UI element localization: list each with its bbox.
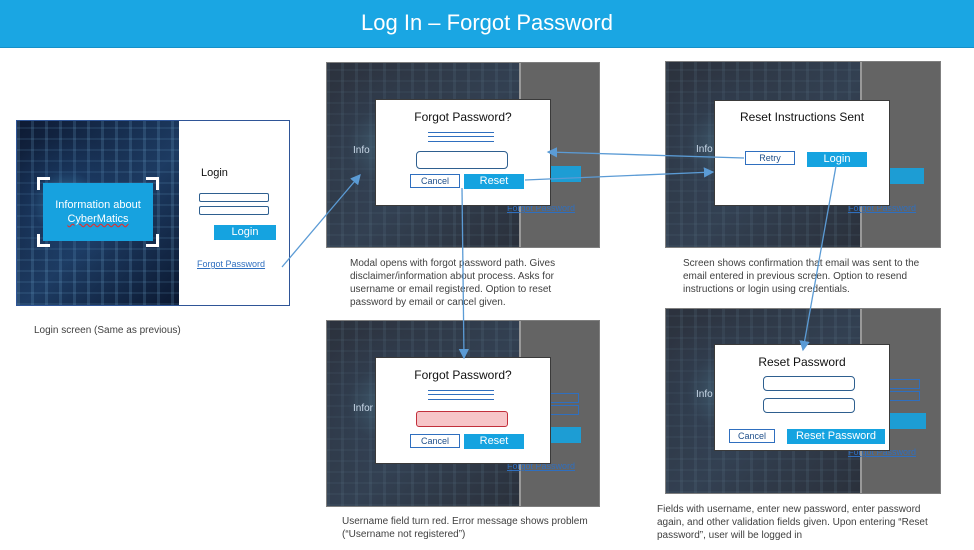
login-screen-mockup: Information about CyberMatics Login Logi…: [16, 120, 290, 306]
ghost-forgot-link: Forgot Password: [848, 447, 917, 457]
username-error-screen: Infor Forgot Password Forgot Password? C…: [326, 320, 600, 507]
forgot-password-error-modal: Forgot Password? Cancel Reset: [375, 357, 551, 464]
new-password-input[interactable]: [763, 376, 855, 391]
error-caption: Username field turn red. Error message s…: [342, 516, 588, 540]
modal-title: Reset Password: [758, 355, 846, 369]
reset-caption: Fields with username, enter new password…: [657, 504, 928, 541]
info-text-brand: CyberMatics: [67, 213, 129, 225]
ghost-forgot-link: Forgot Password: [507, 461, 576, 471]
retry-button[interactable]: Retry: [745, 151, 795, 165]
login-button[interactable]: Login: [807, 152, 867, 167]
disclaimer-text: [428, 132, 494, 142]
forgot-password-screen: Info Forgot Password Forgot Password? Ca…: [326, 62, 600, 248]
cancel-button[interactable]: Cancel: [729, 429, 775, 443]
login-caption: Login screen (Same as previous): [34, 325, 181, 336]
login-button[interactable]: Login: [214, 225, 276, 240]
info-box: Information about CyberMatics: [37, 177, 159, 247]
reset-button[interactable]: Reset: [464, 174, 524, 189]
info-text: Information about: [55, 199, 141, 211]
login-panel: Login Login Forgot Password: [181, 121, 289, 305]
cancel-button[interactable]: Cancel: [410, 174, 460, 188]
reset-sent-modal: Reset Instructions Sent Retry Login: [714, 100, 890, 206]
ghost-forgot-link: Forgot Password: [848, 203, 917, 213]
page-title: Log In – Forgot Password: [361, 10, 613, 35]
ghost-info-text: Info: [696, 144, 713, 155]
login-heading: Login: [201, 167, 228, 179]
forgot-caption: Modal opens with forgot password path. G…: [350, 258, 556, 308]
modal-title: Forgot Password?: [414, 368, 512, 382]
ghost-info-text: Info: [696, 389, 713, 400]
reset-password-button[interactable]: Reset Password: [787, 429, 885, 444]
modal-title: Forgot Password?: [414, 110, 512, 124]
username-email-input-error[interactable]: [416, 411, 508, 427]
forgot-password-modal: Forgot Password? Cancel Reset: [375, 99, 551, 206]
disclaimer-text: [428, 390, 494, 400]
sent-caption: Screen shows confirmation that email was…: [683, 258, 920, 295]
title-banner: Log In – Forgot Password: [0, 0, 974, 48]
reset-password-modal: Reset Password Cancel Reset Password: [714, 344, 890, 451]
ghost-info-text: Infor: [353, 403, 374, 414]
modal-title: Reset Instructions Sent: [739, 110, 865, 124]
ghost-info-text: Info: [353, 145, 370, 156]
reset-button[interactable]: Reset: [464, 434, 524, 449]
forgot-password-link[interactable]: Forgot Password: [197, 259, 266, 269]
password-input[interactable]: [199, 206, 269, 215]
ghost-forgot-link: Forgot Password: [507, 203, 576, 213]
instructions-sent-screen: Info Forgot Password Reset Instructions …: [665, 61, 941, 248]
reset-password-screen: Info Forgot Password Reset Password Canc…: [665, 308, 941, 494]
username-email-input[interactable]: [416, 151, 508, 169]
confirm-password-input[interactable]: [763, 398, 855, 413]
username-input[interactable]: [199, 193, 269, 202]
cancel-button[interactable]: Cancel: [410, 434, 460, 448]
